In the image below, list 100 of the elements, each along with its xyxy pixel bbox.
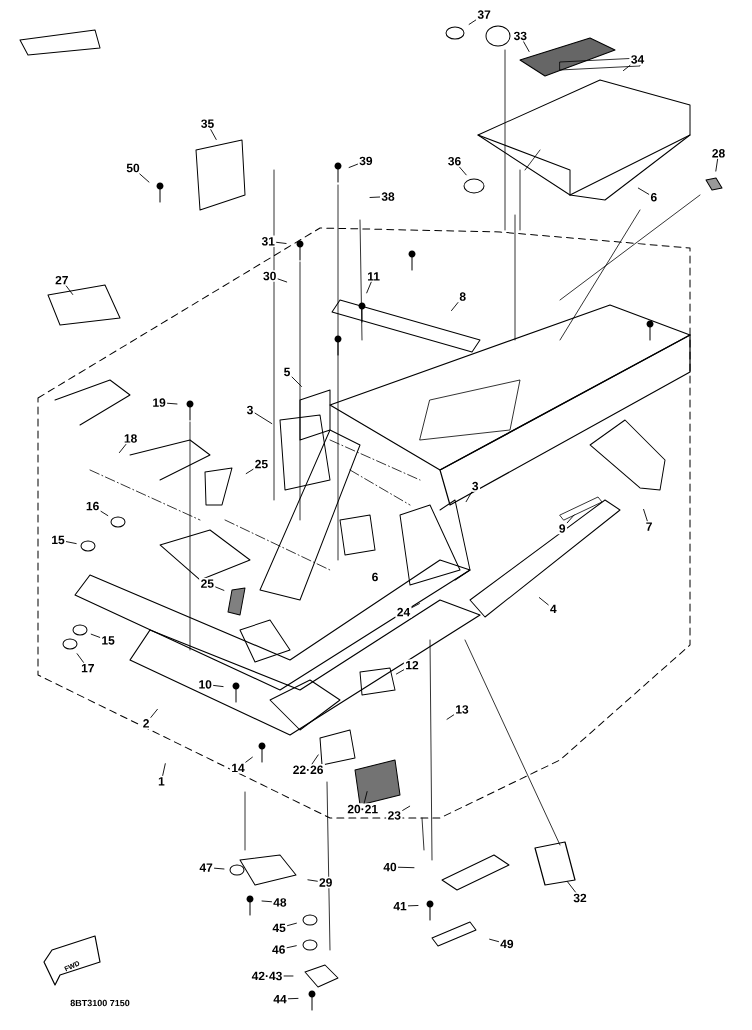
- callout-number: 47: [197, 861, 215, 874]
- leader-line: [283, 975, 294, 977]
- leader-line: [523, 41, 530, 52]
- callout-number: 1: [156, 775, 167, 787]
- leader-line: [451, 302, 459, 312]
- callout-number: 44: [271, 993, 289, 1005]
- callout-number: 4: [548, 603, 559, 615]
- callout-number: 24: [395, 606, 412, 618]
- diagram-code: 8BT3100 7150: [70, 999, 130, 1007]
- callout-number: 25: [253, 458, 270, 470]
- callout-number: 20·21: [345, 803, 380, 815]
- leader-line: [395, 669, 405, 675]
- leader-line: [287, 997, 299, 1000]
- callout-number: 2: [141, 717, 151, 729]
- part-number: 6: [372, 572, 378, 582]
- leader-line: [459, 166, 467, 176]
- callout-number: 38: [379, 190, 397, 203]
- callout-number: 30: [261, 270, 278, 282]
- callout-number: 16: [84, 500, 101, 512]
- leader-line: [65, 541, 77, 545]
- callout-number: 32: [571, 892, 589, 904]
- callout-number: 31: [260, 235, 277, 248]
- callout-number: 25: [199, 577, 216, 590]
- leader-line: [446, 714, 455, 720]
- leader-line: [402, 805, 411, 811]
- leader-line: [90, 633, 101, 638]
- leader-line: [637, 187, 650, 195]
- callout-number: 22·26: [291, 764, 325, 776]
- callout-number: 12: [403, 659, 421, 671]
- leader-line: [214, 867, 225, 870]
- leader-line: [366, 281, 372, 294]
- callout-number: 13: [453, 703, 471, 716]
- callout-number: 3: [245, 404, 255, 416]
- callout-number: 45: [270, 922, 288, 934]
- callout-number: 41: [391, 900, 409, 912]
- callout-number: 6: [648, 191, 659, 204]
- callout-number: 19: [150, 396, 168, 409]
- leader-line: [489, 938, 499, 943]
- callout-number: 50: [124, 162, 142, 174]
- leader-line: [139, 173, 150, 183]
- callout-number: 15: [99, 634, 117, 647]
- leader-line: [162, 763, 166, 776]
- callout-number: 28: [710, 147, 727, 160]
- callout-number: 37: [475, 8, 493, 21]
- callout-number: 14: [229, 762, 247, 774]
- callout-number: 5: [282, 366, 292, 378]
- callout-number: 9: [557, 522, 568, 535]
- leader-line: [213, 684, 224, 688]
- callout-number: 49: [498, 938, 516, 950]
- callout-number: 46: [270, 943, 287, 956]
- leader-line: [167, 402, 178, 405]
- callout-number: 18: [122, 432, 139, 445]
- callout-number: 23: [386, 809, 403, 822]
- leader-line: [307, 879, 318, 882]
- leader-line: [291, 376, 302, 387]
- callout-number: 17: [79, 662, 96, 674]
- callout-number: 8: [457, 290, 468, 303]
- leader-line: [622, 64, 631, 72]
- callout-number: 3: [470, 480, 481, 492]
- callout-number: 42·43: [250, 970, 284, 982]
- leader-line: [276, 241, 287, 244]
- leader-line: [277, 278, 288, 283]
- callout-number: 48: [271, 896, 289, 909]
- callout-number: 29: [317, 876, 334, 889]
- leader-line: [468, 19, 477, 25]
- leader-line: [286, 945, 297, 949]
- leader-line: [538, 597, 549, 606]
- leader-line: [261, 900, 272, 903]
- leader-line: [100, 510, 109, 517]
- leader-line: [397, 866, 415, 869]
- leader-line: [254, 412, 273, 425]
- callout-number: 39: [357, 155, 375, 167]
- callout-number: 15: [49, 534, 67, 546]
- callout-number: 11: [365, 270, 382, 282]
- leader-line: [411, 603, 420, 609]
- callout-number: 35: [199, 117, 216, 130]
- leader-line: [65, 285, 74, 295]
- leader-line: [566, 514, 575, 524]
- callout-number: 10: [197, 678, 214, 691]
- leader-line: [245, 756, 253, 763]
- callout-number: 7: [644, 520, 654, 533]
- leader-line: [311, 754, 319, 765]
- leader-line: [465, 491, 473, 503]
- leader-line: [245, 468, 254, 475]
- leader-line: [215, 586, 225, 591]
- callout-number: 40: [381, 861, 399, 873]
- leader-line: [715, 158, 719, 172]
- leader-line: [566, 881, 576, 893]
- leader-line: [118, 444, 127, 454]
- callout-number: 33: [512, 30, 529, 42]
- leader-line: [76, 653, 84, 663]
- leader-line: [407, 905, 419, 907]
- callout-number: 34: [629, 53, 646, 66]
- leader-line: [150, 708, 158, 718]
- leader-line: [369, 196, 381, 198]
- leader-line: [210, 129, 217, 140]
- leader-line: [287, 922, 297, 927]
- leader-line: [643, 508, 648, 522]
- leader-line: [363, 791, 368, 804]
- leader-line: [348, 163, 358, 168]
